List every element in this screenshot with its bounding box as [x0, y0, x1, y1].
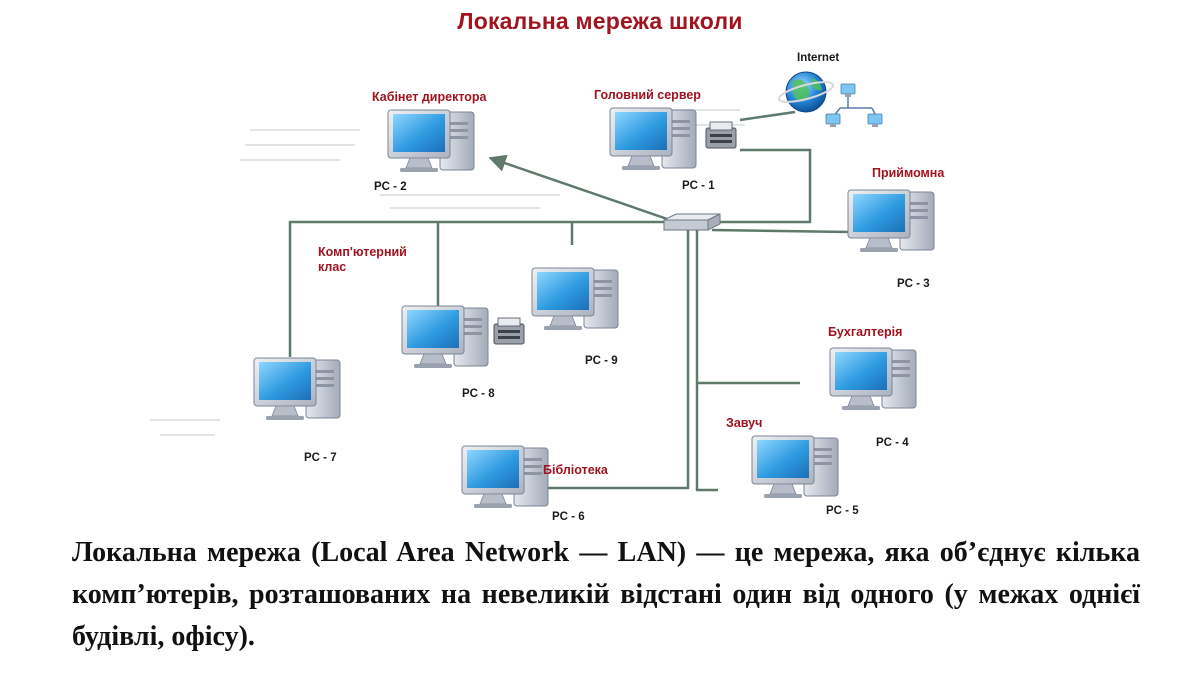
room-label-computer-class: Комп'ютерний клас: [318, 245, 407, 274]
cable-hub-pc2: [488, 154, 677, 224]
pc-1-computer-icon: [609, 107, 697, 171]
cable-server-internet: [739, 110, 796, 122]
pc-5-computer-icon: [751, 435, 839, 499]
pc-label-6: PC - 6: [552, 511, 585, 523]
room-label-library: Бібліотека: [543, 463, 608, 477]
pc-label-8: PC - 8: [462, 388, 495, 400]
cable-trunk-right: [695, 230, 718, 492]
pc-6-computer-icon: [461, 445, 549, 509]
network-diagram: [150, 71, 935, 509]
pc-4-computer-icon: [829, 347, 917, 411]
room-label-accounting: Бухгалтерія: [828, 325, 903, 339]
internet-network-icon: [825, 83, 883, 128]
diagram-title: Локальна мережа школи: [457, 8, 743, 34]
server-printer-icon: [705, 121, 737, 149]
network-cables: [288, 110, 851, 492]
pc-label-4: PC - 4: [876, 437, 909, 449]
pc-7-computer-icon: [253, 357, 341, 421]
pc-label-5: PC - 5: [826, 505, 859, 517]
room-label-head-teacher: Завуч: [726, 416, 763, 430]
pc-2-computer-icon: [387, 109, 475, 173]
room-label-reception: Приймомна: [872, 166, 945, 180]
pc-label-2: PC - 2: [374, 181, 407, 193]
room-label-server: Головний сервер: [594, 88, 701, 102]
pc-3-computer-icon: [847, 189, 935, 253]
pc-8-computer-icon: [401, 305, 489, 369]
pc-label-9: PC - 9: [585, 355, 618, 367]
cable-trunk-left: [520, 230, 690, 490]
cable-hub-server: [712, 148, 812, 224]
internet-label: Internet: [797, 52, 840, 64]
pc-label-7: PC - 7: [304, 452, 337, 464]
cable-backbone: [288, 220, 676, 357]
internet-globe-icon: [777, 71, 835, 113]
cable-hub-pc3: [711, 228, 851, 234]
network-switch: [663, 213, 721, 231]
background-decoration: [150, 109, 745, 436]
room-label-director: Кабінет директора: [372, 90, 487, 104]
pc-8-printer-icon: [493, 317, 525, 345]
pc-9-computer-icon: [531, 267, 619, 331]
lan-definition-text: Локальна мережа (Local Area Network — LA…: [72, 537, 1140, 652]
pc-label-3: PC - 3: [897, 278, 930, 290]
pc-label-1: PC - 1: [682, 180, 715, 192]
